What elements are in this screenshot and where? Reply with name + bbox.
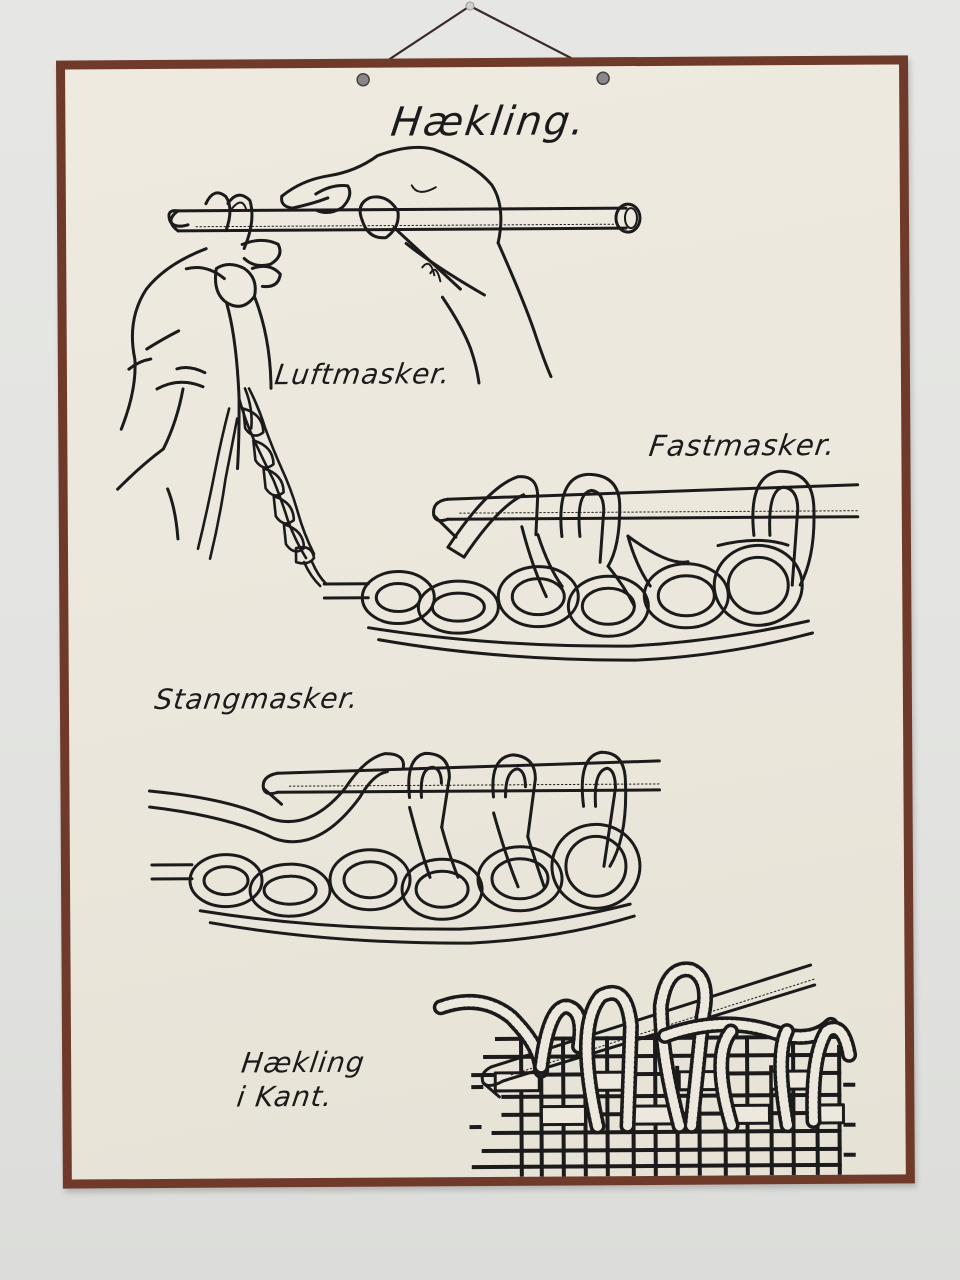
grommet-left-icon (356, 72, 370, 87)
crochet-wall-chart: Hækling. Luftmasker. Fastmasker. Stangma… (56, 55, 915, 1189)
grommet-right-icon (596, 71, 610, 86)
foundation-chain-2 (150, 822, 642, 945)
label-fastmasker: Fastmasker. (647, 427, 838, 463)
label-haekling-i-kant-line1: Hækling (239, 1045, 368, 1080)
chain-stitches (237, 387, 328, 588)
label-stangmasker: Stangmasker. (152, 681, 361, 717)
label-haekling-i-kant-line2: i Kant. (234, 1079, 336, 1114)
label-luftmasker: Luftmasker. (272, 357, 453, 392)
poster-paper: Hækling. Luftmasker. Fastmasker. Stangma… (65, 64, 906, 1180)
twisted-yarn (432, 961, 858, 1135)
fastmasker-illustration (322, 469, 860, 662)
foundation-chain (322, 534, 815, 662)
label-haekling-i-kant: Hækling i Kant. (235, 1046, 367, 1115)
haekling-i-kant-illustration (432, 961, 858, 1177)
stangmasker-illustration (147, 750, 661, 945)
illustrations (116, 71, 860, 1177)
luftmasker-illustration (116, 145, 642, 588)
poster-title: Hækling. (388, 98, 590, 146)
